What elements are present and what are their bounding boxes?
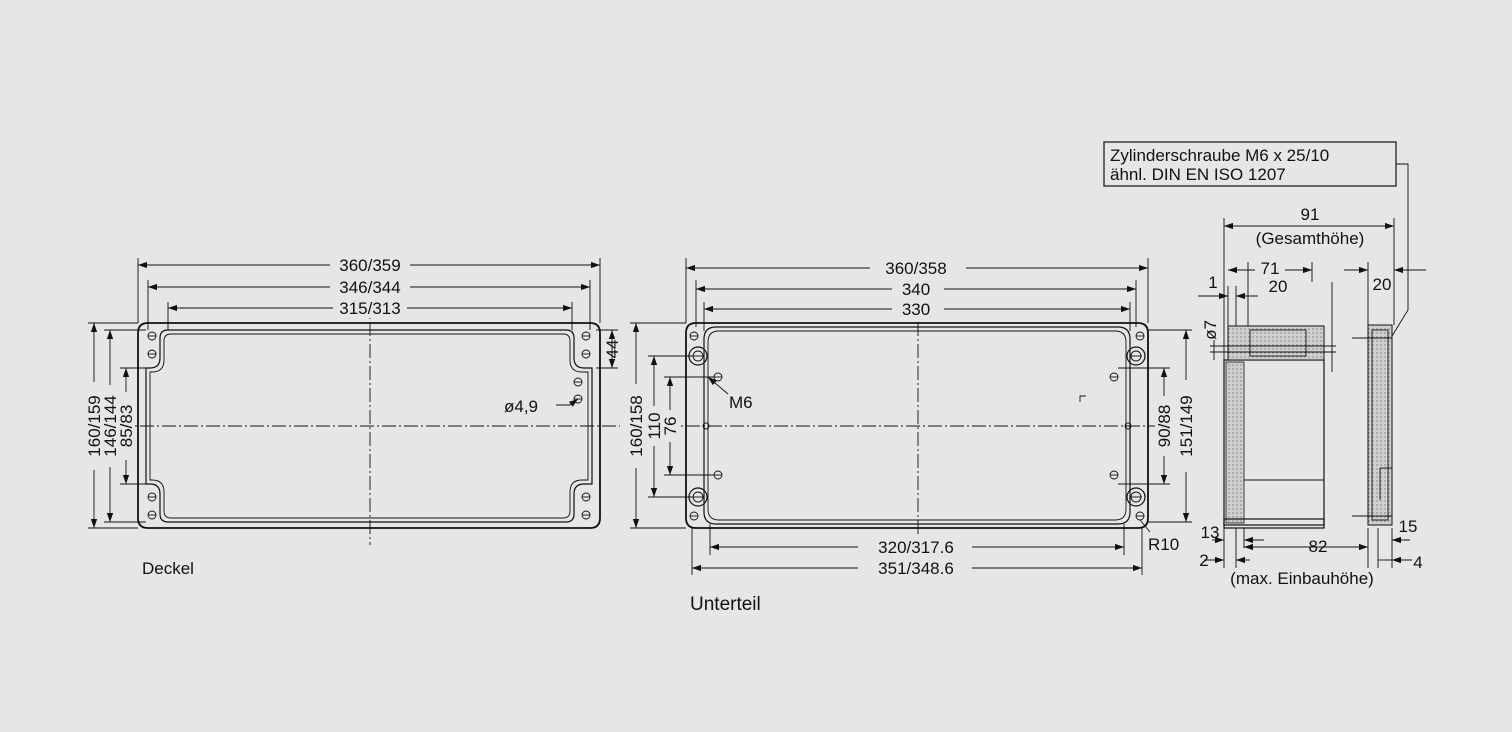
lid-corner-hole [581, 492, 591, 502]
base-right-inner-label: 90/88 [1155, 405, 1174, 448]
side-13-label: 13 [1201, 523, 1220, 542]
base-outline [685, 322, 1149, 529]
side-view: Zylinderschraube M6 x 25/10 ähnl. DIN EN… [1103, 141, 1426, 588]
lid-height-outer-label: 160/159 [85, 395, 104, 456]
base-width-inner-label: 330 [902, 300, 930, 319]
lid-corner-label: 44 [603, 340, 622, 359]
base-height-mid-label: 110 [645, 412, 664, 439]
base-height-inner-label: 76 [661, 417, 680, 436]
lid-inner-seal-2 [149, 333, 589, 519]
base-height-outer-label: 160/158 [627, 395, 646, 456]
side-base-foot [1223, 518, 1325, 529]
lid-corner-hole [581, 331, 591, 341]
lid-corner-hole [147, 349, 157, 359]
lid-height-mid-label: 146/144 [101, 395, 120, 456]
screw-note-leader [1391, 163, 1409, 337]
side-flange [1227, 325, 1325, 361]
lid-hole-label: ø4,9 [504, 397, 538, 416]
lid-outline [137, 322, 601, 529]
side-dia7-label: ø7 [1201, 320, 1220, 340]
side-20b-label: 20 [1373, 275, 1392, 294]
base-thread-label: M6 [729, 393, 753, 412]
side-20a-label: 20 [1269, 277, 1288, 296]
deckel-label: Deckel [142, 559, 194, 578]
base-inner-wall-2 [707, 330, 1127, 521]
base-mount-hole [1109, 470, 1119, 480]
side-total-label: 91 [1301, 205, 1320, 224]
side-82-label: 82 [1309, 537, 1328, 556]
lid-mount-hole [573, 377, 583, 387]
max-einbauhoehe-label: (max. Einbauhöhe) [1230, 569, 1374, 588]
base-bottom-inner-label: 320/317.6 [878, 538, 954, 557]
side-71-label: 71 [1261, 259, 1280, 278]
lid-corner-hole [581, 510, 591, 520]
lid-corner-hole [581, 349, 591, 359]
side-2-label: 2 [1199, 551, 1208, 570]
base-mount-hole [1109, 372, 1119, 382]
base-thread-leader [707, 376, 729, 395]
base-view: 360/358 340 330 160/158 110 76 M6 90/88 … [624, 258, 1196, 615]
base-small-hole [689, 511, 699, 521]
screw-note-line2: ähnl. DIN EN ISO 1207 [1110, 165, 1286, 184]
unterteil-label: Unterteil [690, 594, 761, 615]
lid-hole-leader [556, 398, 579, 407]
side-4-label: 4 [1413, 553, 1422, 572]
screw-note-line1: Zylinderschraube M6 x 25/10 [1110, 146, 1329, 165]
lid-view: 360/359 346/344 315/313 160/159 146/144 … [84, 255, 622, 578]
base-width-mid-label: 340 [902, 280, 930, 299]
base-small-hole [1135, 331, 1145, 341]
base-bottom-outer-label: 351/348.6 [878, 559, 954, 578]
base-radius-label: R10 [1148, 535, 1179, 554]
base-small-hole [689, 331, 699, 341]
lid-corner-hole [147, 510, 157, 520]
lid-height-inner-label: 85/83 [117, 405, 136, 448]
lid-width-mid-label: 346/344 [339, 278, 400, 297]
base-radius-leader [1139, 519, 1151, 533]
base-mount-hole [713, 470, 723, 480]
gesamthoehe-label: (Gesamthöhe) [1256, 229, 1365, 248]
lid-corner-hole [147, 492, 157, 502]
base-right-outer-label: 151/149 [1177, 395, 1196, 456]
lid-width-inner-label: 315/313 [339, 299, 400, 318]
base-width-outer-label: 360/358 [885, 259, 946, 278]
base-small-hole [1135, 511, 1145, 521]
base-inner-wall [703, 326, 1131, 525]
lid-width-outer-label: 360/359 [339, 256, 400, 275]
base-corner-boss [1126, 487, 1146, 507]
side-15-label: 15 [1399, 517, 1418, 536]
side-base-wall [1225, 361, 1245, 524]
base-corner-boss [1126, 346, 1146, 366]
lid-inner-seal [145, 329, 593, 523]
base-mount-hole [713, 372, 723, 382]
side-1-label: 1 [1208, 273, 1217, 292]
lid-corner-hole [147, 331, 157, 341]
